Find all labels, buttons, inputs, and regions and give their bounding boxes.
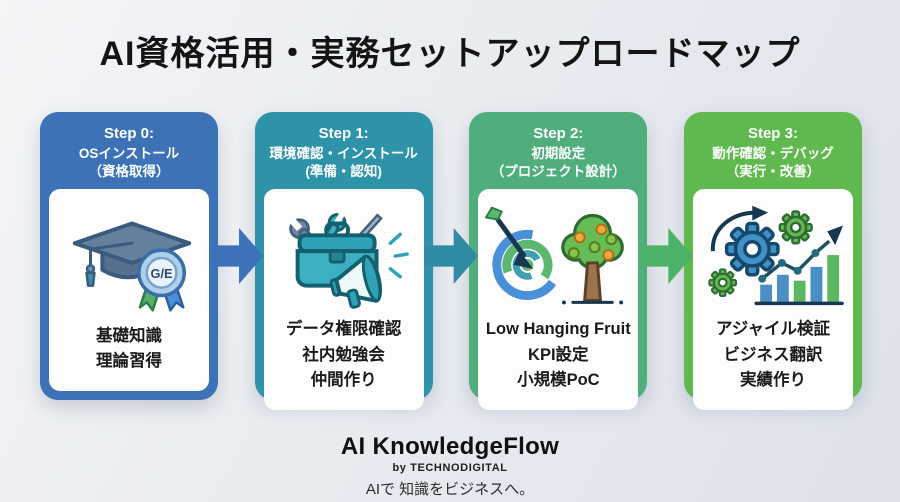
step-item: 仲間作り [310, 371, 377, 390]
arrow-slot [638, 112, 693, 400]
step-1-items: データ権限確認 社内勉強会 仲間作り [286, 317, 402, 396]
step-2-sub: （プロジェクト設計） [490, 164, 626, 180]
brand-name: AI KnowledgeFlow [340, 433, 560, 460]
step-1-name: 環境確認・インストール [269, 145, 418, 161]
step-1-label: Step 1: [318, 125, 369, 142]
step-3-body: アジャイル検証 ビジネス翻訳 実績作り [692, 188, 853, 410]
graduation-cap-badge-icon: G/E [55, 201, 203, 317]
step-3-label: Step 3: [747, 125, 798, 142]
footer: AI KnowledgeFlow by TECHNODIGITAL AIで 知識… [0, 433, 900, 499]
step-2-header: Step 2: 初期設定 （プロジェクト設計） [478, 124, 638, 182]
step-0-items: 基礎知識 理論習得 [96, 324, 162, 377]
step-card-1: Step 1: 環境確認・インストール (準備・認知) [254, 112, 433, 410]
step-1-body: データ権限確認 社内勉強会 仲間作り [263, 188, 424, 410]
roadmap-row: Step 0: OSインストール （資格取得） [40, 112, 862, 410]
brand-tagline: AIで 知識をビジネスへ。 [365, 481, 535, 498]
step-card-2: Step 2: 初期設定 （プロジェクト設計） [469, 112, 648, 410]
step-item: KPI設定 [528, 345, 589, 364]
toolbox-megaphone-icon [270, 201, 418, 317]
step-item: データ権限確認 [285, 319, 402, 338]
step-item: 実績作り [739, 371, 806, 390]
step-2-items: Low Hanging Fruit KPI設定 小規模PoC [486, 317, 631, 396]
step-3-sub: （実行・改善） [725, 164, 821, 180]
step-3-name: 動作確認・デバッグ [712, 145, 834, 161]
target-fruit-tree-icon [484, 201, 632, 317]
step-item: 社内勉強会 [302, 345, 385, 364]
step-2-label: Step 2: [533, 125, 584, 142]
step-0-header: Step 0: OSインストール （資格取得） [49, 124, 209, 182]
step-0-body: G/E 基礎知識 理論習得 [49, 188, 209, 391]
step-card-3: Step 3: 動作確認・デバッグ （実行・改善） [683, 112, 862, 410]
step-2-name: 初期設定 [531, 145, 586, 161]
step-2-body: Low Hanging Fruit KPI設定 小規模PoC [478, 188, 639, 410]
step-item: 小規模PoC [517, 371, 600, 390]
arrow-slot [423, 112, 478, 400]
step-1-sub: (準備・認知) [305, 164, 382, 180]
step-card-0: Step 0: OSインストール （資格取得） [40, 112, 218, 400]
step-item: 基礎知識 [96, 326, 162, 345]
step-3-header: Step 3: 動作確認・デバッグ （実行・改善） [693, 124, 853, 182]
arrow-slot [209, 112, 264, 400]
gears-growth-chart-icon [699, 201, 847, 317]
step-item: アジャイル検証 [715, 319, 830, 338]
step-item: 理論習得 [96, 352, 162, 371]
step-1-header: Step 1: 環境確認・インストール (準備・認知) [264, 124, 424, 182]
step-0-name: OSインストール [78, 145, 180, 161]
step-3-items: アジャイル検証 ビジネス翻訳 実績作り [716, 317, 830, 396]
brand-byline: by TECHNODIGITAL [392, 462, 508, 474]
step-item: ビジネス翻訳 [723, 345, 823, 364]
step-0-sub: （資格取得） [88, 164, 170, 180]
svg-text:G/E: G/E [151, 266, 174, 281]
step-0-label: Step 0: [103, 125, 154, 142]
page-title: AI資格活用・実務セットアップロードマップ [99, 35, 801, 73]
step-item: Low Hanging Fruit [485, 319, 631, 338]
